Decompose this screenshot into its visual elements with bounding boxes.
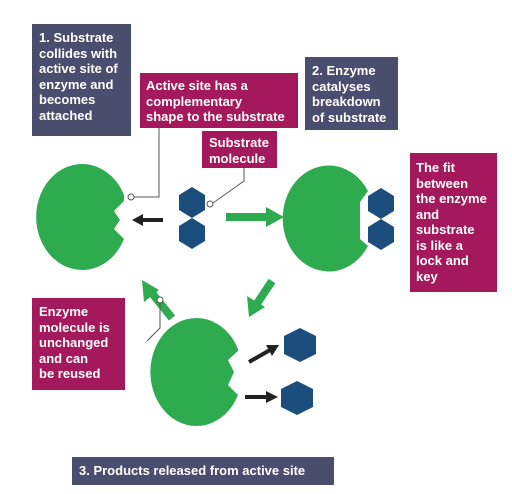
- arrow-substrate-to-enzyme: [132, 214, 163, 226]
- callout-line-active-site: [127, 128, 160, 201]
- arrow-product-2: [245, 391, 278, 403]
- step1-label: 1. Substrate collides with active site o…: [32, 24, 131, 136]
- arrow-step3-to-step1: [142, 280, 176, 321]
- enzyme-unchanged-label: Enzyme molecule is unchanged and can be …: [32, 298, 125, 390]
- product-hexagon-2: [281, 381, 313, 415]
- enzyme-2-shape: [282, 165, 368, 272]
- bound-substrate-hexagon-top: [368, 188, 394, 219]
- callout-line-enzyme-unchanged: [146, 296, 164, 342]
- substrate-hexagon-top: [179, 187, 205, 218]
- arrow-product-1: [248, 345, 279, 364]
- substrate-hexagon-bottom: [179, 218, 205, 249]
- enzyme-1-shape: [36, 164, 124, 271]
- callout-line-substrate: [206, 167, 245, 208]
- active-site-label: Active site has a complementary shape to…: [140, 73, 298, 128]
- arrow-step2-to-step3: [247, 278, 276, 317]
- bound-substrate-hexagon-bottom: [368, 219, 394, 250]
- substrate-molecule-label: Substrate molecule: [202, 131, 277, 168]
- product-hexagon-1: [284, 328, 316, 362]
- enzyme-3-shape: [150, 317, 238, 427]
- arrow-step1-to-step2: [226, 207, 284, 227]
- step2-label: 2. Enzyme catalyses breakdown of substra…: [305, 57, 398, 130]
- step3-label: 3. Products released from active site: [72, 457, 334, 485]
- lock-and-key-label: The fit between the enzyme and substrate…: [410, 153, 497, 292]
